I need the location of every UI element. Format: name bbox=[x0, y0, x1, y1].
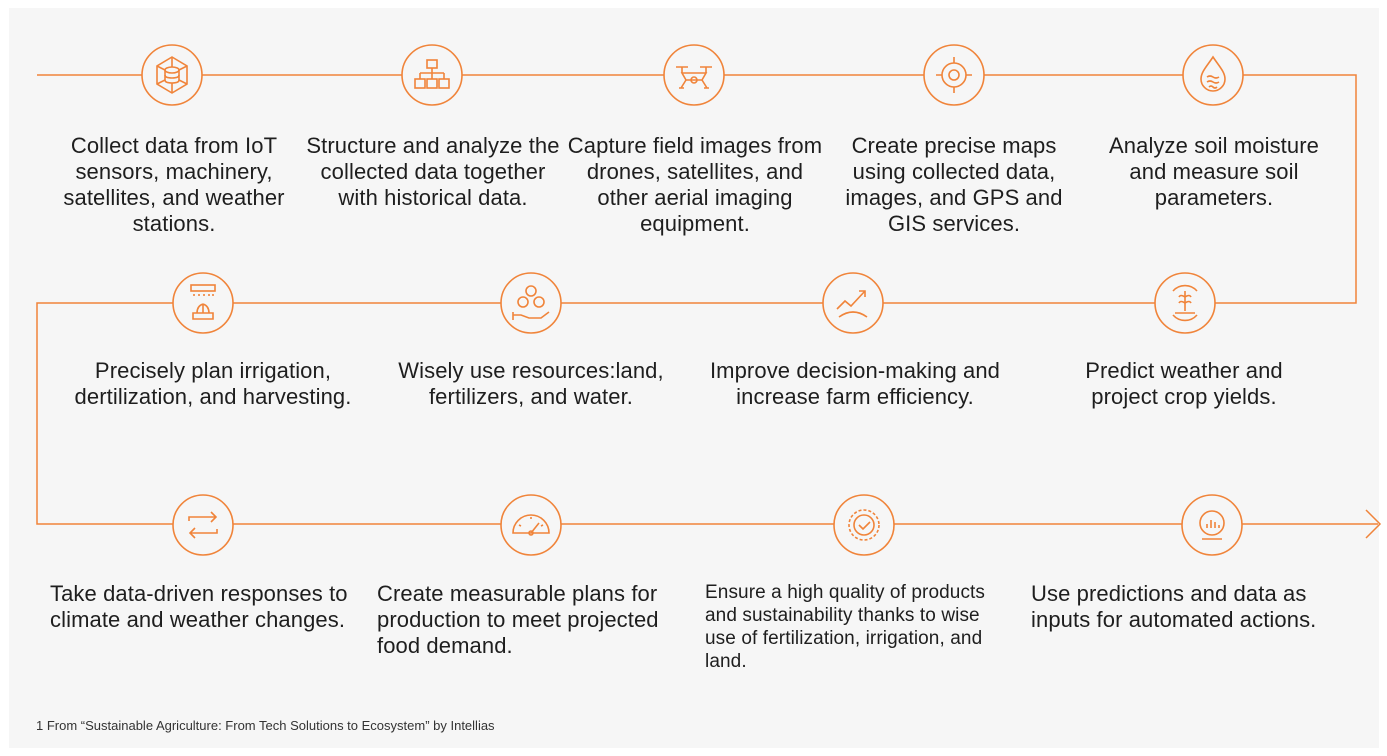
speedometer-icon bbox=[499, 493, 563, 557]
dashboard-monitor-icon bbox=[1180, 493, 1244, 557]
step-label: Analyze soil moisture and measure soil p… bbox=[1109, 133, 1319, 210]
step-label: Predict weather and project crop yields. bbox=[1085, 358, 1283, 409]
step-label: Use predictions and data as inputs for a… bbox=[1031, 581, 1317, 632]
step-label: Create measurable plans for production t… bbox=[377, 581, 659, 658]
database-network-icon bbox=[140, 43, 204, 107]
step-label: Create precise maps using collected data… bbox=[845, 133, 1063, 236]
step-label: Ensure a high quality of products and su… bbox=[705, 582, 986, 672]
exchange-arrows-icon bbox=[171, 493, 235, 557]
target-icon bbox=[922, 43, 986, 107]
step-label: Take data-driven responses to climate an… bbox=[50, 581, 348, 632]
step-label: Collect data from IoT sensors, machinery… bbox=[63, 133, 285, 236]
resources-hand-icon bbox=[499, 271, 563, 335]
diagram-panel bbox=[9, 8, 1379, 748]
flow-connector bbox=[36, 74, 1378, 525]
step-label: Wisely use resources:land, fertilizers, … bbox=[398, 358, 664, 409]
step-label: Structure and analyze the collected data… bbox=[306, 133, 560, 210]
drone-icon bbox=[662, 43, 726, 107]
step-label: Capture field images from drones, satell… bbox=[567, 133, 823, 236]
crop-cycle-icon bbox=[1153, 271, 1217, 335]
flow-arrowhead bbox=[1365, 509, 1382, 539]
hierarchy-icon bbox=[400, 43, 464, 107]
soil-moisture-icon bbox=[1181, 43, 1245, 107]
step-label: Improve decision-making and increase far… bbox=[709, 358, 1001, 409]
source-footnote: 1 From “Sustainable Agriculture: From Te… bbox=[36, 718, 495, 733]
growth-chart-icon bbox=[821, 271, 885, 335]
quality-badge-icon bbox=[832, 493, 896, 557]
step-label: Precisely plan irrigation, dertilization… bbox=[74, 358, 352, 409]
irrigation-plant-icon bbox=[171, 271, 235, 335]
